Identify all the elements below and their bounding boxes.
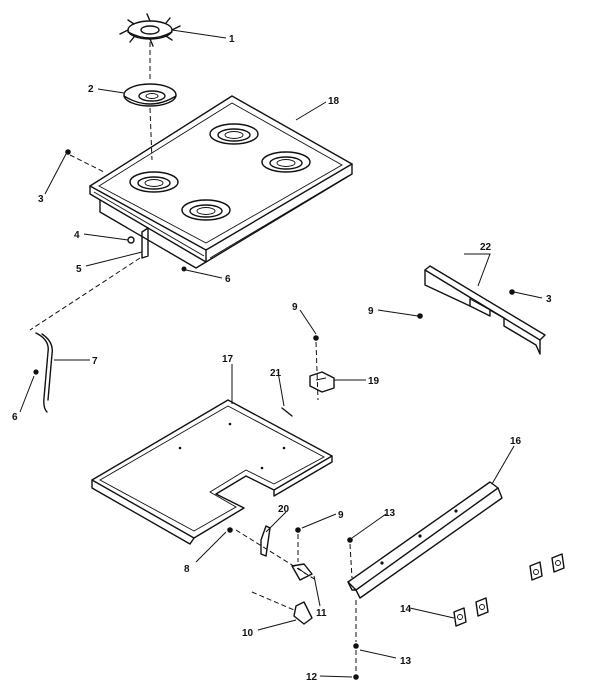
- callout-21: 21: [270, 368, 282, 379]
- callout-9-panel: 9: [292, 302, 298, 313]
- callout-5: 5: [76, 264, 82, 275]
- callout-labels: 1 2 18 3 4 5 6 7 6 22 9 3 9 17 21 19 20 …: [12, 34, 552, 683]
- cooktop-burner-openings: [129, 123, 311, 221]
- part-9-screw-bracket: [417, 313, 423, 319]
- part-17-burner-box-panel: [91, 399, 333, 545]
- callout-6-top: 6: [225, 274, 231, 285]
- alignment-line-burner: [149, 42, 153, 161]
- part-3-screw-bracket: [509, 289, 515, 295]
- part-11-clamp: [291, 563, 313, 581]
- part-13-screw-upper: [347, 537, 353, 543]
- part-6-screw: [181, 266, 187, 272]
- alignment-line-screw-3: [69, 154, 105, 173]
- callout-1: 1: [229, 34, 235, 45]
- leader-lines: [19, 29, 543, 678]
- callout-22: 22: [480, 242, 492, 253]
- part-9-screw-lower: [295, 527, 301, 533]
- callout-18: 18: [328, 96, 340, 107]
- callout-7: 7: [92, 356, 98, 367]
- part-8-screw-panel: [227, 527, 233, 533]
- part-20-small-bracket: [260, 525, 271, 557]
- alignment-line-rail: [349, 543, 357, 673]
- alignment-line-panel-screw: [315, 341, 319, 401]
- part-4-clip: [127, 236, 135, 244]
- part-5-hinge-bracket: [141, 227, 149, 259]
- callout-10: 10: [242, 628, 254, 639]
- callout-3-top: 3: [38, 194, 44, 205]
- alignment-line-bracket-10: [251, 591, 295, 611]
- part-12-screw: [353, 674, 359, 680]
- callout-20: 20: [278, 504, 290, 515]
- part-19-clip: [309, 371, 335, 393]
- callout-9-lower: 9: [338, 510, 344, 521]
- callout-11: 11: [316, 608, 327, 619]
- callout-2: 2: [88, 84, 94, 95]
- callout-16: 16: [510, 436, 522, 447]
- callout-13-lower: 13: [400, 656, 412, 667]
- part-7-support-rod: [35, 332, 53, 413]
- part-13-screw-lower: [353, 643, 359, 649]
- part-3-screw-top: [65, 149, 71, 155]
- part-21-pin: [281, 407, 293, 417]
- part-22-rear-bracket: [424, 265, 546, 355]
- part-2-drip-bowl: [123, 83, 177, 107]
- callout-4: 4: [74, 230, 80, 241]
- callout-3-bracket: 3: [546, 294, 552, 305]
- callout-9-bracket: 9: [368, 306, 374, 317]
- callout-17: 17: [222, 354, 234, 365]
- callout-13-upper: 13: [384, 508, 396, 519]
- part-16-front-rail: [347, 481, 503, 599]
- part-9-screw-panel: [313, 335, 319, 341]
- callout-8: 8: [184, 564, 190, 575]
- callout-12: 12: [306, 672, 318, 683]
- part-14-knobs: [453, 553, 565, 627]
- part-10-bracket: [293, 601, 313, 625]
- callout-14: 14: [400, 604, 412, 615]
- part-1-burner-grate: [119, 13, 181, 47]
- callout-6-rod: 6: [12, 412, 18, 423]
- part-8-screw-rod: [33, 369, 39, 375]
- callout-19: 19: [368, 376, 380, 387]
- alignment-line-rod: [29, 257, 141, 331]
